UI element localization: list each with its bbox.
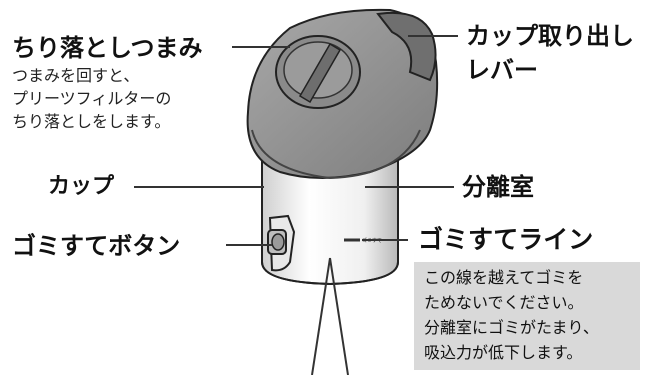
lever-label-line-2: レバー xyxy=(466,56,538,84)
dust-line-label: ゴミすてライン xyxy=(418,225,594,254)
note-line-3: 分離室にゴミがたまり、 xyxy=(424,318,599,337)
note-line-2: ためないでください。 xyxy=(424,293,584,312)
knob-desc-line-3: ちり落としをします。 xyxy=(12,112,171,131)
dust-disposal-button-shape xyxy=(267,214,296,272)
note-line-1: この線を越えてゴミを xyxy=(424,268,584,287)
knob-desc-line-1: つまみを回すと、 xyxy=(12,66,140,85)
leader-lines xyxy=(134,35,458,375)
knob-title: ちり落としつまみ xyxy=(12,34,203,62)
cup-body xyxy=(261,149,399,286)
dust-button-label: ゴミすてボタン xyxy=(12,232,181,260)
lever-label-line-1: カップ取り出し xyxy=(466,22,634,50)
note-line-4: 吸込力が低下します。 xyxy=(424,343,583,362)
warning-note: この線を越えてゴミを ためないでください。 分離室にゴミがたまり、 吸込力が低下… xyxy=(414,262,640,370)
knob-desc-line-2: プリーツフィルターの xyxy=(12,89,172,108)
cup-label: カップ xyxy=(48,174,115,199)
separation-chamber-label: 分離室 xyxy=(462,173,534,201)
lid xyxy=(246,8,439,180)
